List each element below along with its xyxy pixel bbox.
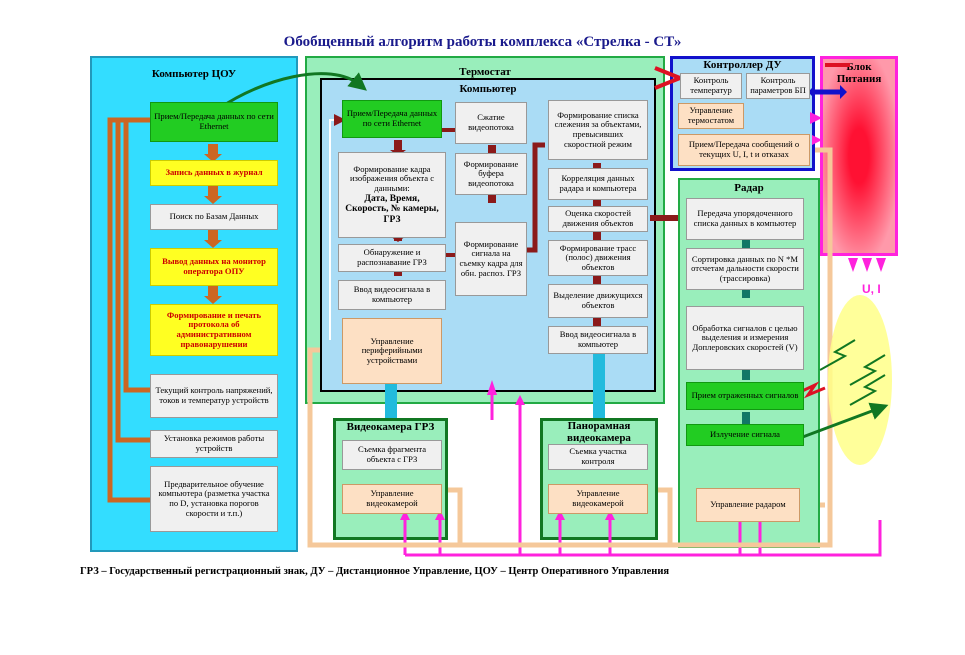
ctrl-temperatures: Контроль температур [680, 73, 742, 99]
cou-monitoring: Текущий контроль напряжений, токов и тем… [150, 374, 278, 418]
cou-training: Предварительное обучение компьютера (раз… [150, 466, 278, 532]
cam1-panel: Видеокамера ГРЗ [333, 418, 448, 540]
comp-moving-objects: Выделение движущихся объектов [548, 284, 648, 318]
power-out-arrows [810, 112, 886, 272]
cou-db-search: Поиск по Базам Данных [150, 204, 278, 230]
cam1-title: Видеокамера ГРЗ [346, 421, 435, 433]
radar-title: Радар [734, 182, 764, 194]
comp-frame-fields: Дата, Время, Скорость, № камеры, ГРЗ [345, 193, 439, 225]
cou-title: Компьютер ЦОУ [151, 68, 237, 80]
comp-tracks: Формирование трасс (полос) движения объе… [548, 240, 648, 276]
comp-speed-estimate: Оценка скоростей движения объектов [548, 206, 648, 232]
cam2-title: Панорамная видеокамера [567, 420, 631, 444]
page-title: Обобщенный алгоритм работы комплекса «Ст… [283, 34, 682, 50]
radar-internal-arrows [742, 240, 750, 424]
cou-ethernet: Прием/Передача данных по сети Ethernet [150, 102, 278, 142]
comp-correlation: Корреляция данных радара и компьютера [548, 168, 648, 200]
power-ui-label: U, I [862, 282, 881, 296]
radar-control: Управление радаром [696, 488, 800, 522]
comp-ethernet: Прием/Передача данных по сети Ethernet [342, 100, 442, 138]
control-bus [307, 147, 833, 548]
radar-emit: Излучение сигнала [686, 424, 804, 446]
radar-echo-arrows [819, 339, 886, 406]
radar-emit-arrow [799, 402, 889, 440]
comp-video-in-2: Ввод видеосигнала в компьютер [548, 326, 648, 354]
radar-receive: Прием отраженных сигналов [686, 382, 804, 410]
comp-recognition: Обнаружение и распознавание ГРЗ [338, 244, 446, 272]
comp-frame: Формирование кадра изображения объекта с… [338, 152, 446, 238]
power-panel: Блок Питания [820, 56, 898, 256]
comp-buffer: Формирование буфера видеопотока [455, 153, 527, 195]
comp-compress: Сжатие видеопотока [455, 102, 527, 144]
comp-frame-text: Формирование кадра изображения объекта с… [349, 163, 435, 193]
comp-video-in: Ввод видеосигнала в компьютер [338, 280, 446, 310]
ethernet-link-arc [219, 72, 367, 110]
computer-title: Компьютер [459, 83, 517, 95]
cou-journal: Запись данных в журнал [150, 160, 278, 186]
cam2-control: Управление видеокамерой [548, 484, 648, 514]
radar-transfer: Передача упорядоченного списка данных в … [686, 198, 804, 240]
comp-shot-signal: Формирование сигнала на съемку кадра для… [455, 222, 527, 296]
cam1-control: Управление видеокамерой [342, 484, 442, 514]
cou-vertical-arrows [204, 144, 222, 304]
cou-protocol: Формирование и печать протокола об админ… [150, 304, 278, 356]
thermostat-title: Термостат [459, 66, 511, 78]
cam2-video-link [593, 343, 605, 418]
cam1-capture: Съемка фрагмента объекта с ГРЗ [342, 440, 442, 470]
cou-orange-bus [107, 117, 150, 503]
ctrl-power-params: Контроль параметров БП [746, 73, 810, 99]
radar-processing: Обработка сигналов с целью выделения и и… [686, 306, 804, 370]
legend: ГРЗ – Государственный регистрационный зн… [80, 566, 670, 577]
ctrl-thermostat: Управление термостатом [678, 103, 744, 129]
comp-tracking-list: Формирование списка слежения за объектам… [548, 100, 648, 160]
cou-monitor: Вывод данных на монитор оператора ОПУ [150, 248, 278, 286]
power-title: Блок Питания [836, 61, 882, 85]
radar-sorting: Сортировка данных по N *M отсчетам дальн… [686, 248, 804, 290]
cou-modes: Установка режимов работы устройств [150, 430, 278, 458]
cam2-capture: Съемка участка контроля [548, 444, 648, 470]
power-bus [403, 405, 882, 557]
ctrl-messages: Прием/Передача сообщений о текущих U, I,… [678, 134, 810, 166]
controller-title: Контроллер ДУ [703, 59, 782, 71]
comp-peripherals: Управление периферийными устройствами [342, 318, 442, 384]
